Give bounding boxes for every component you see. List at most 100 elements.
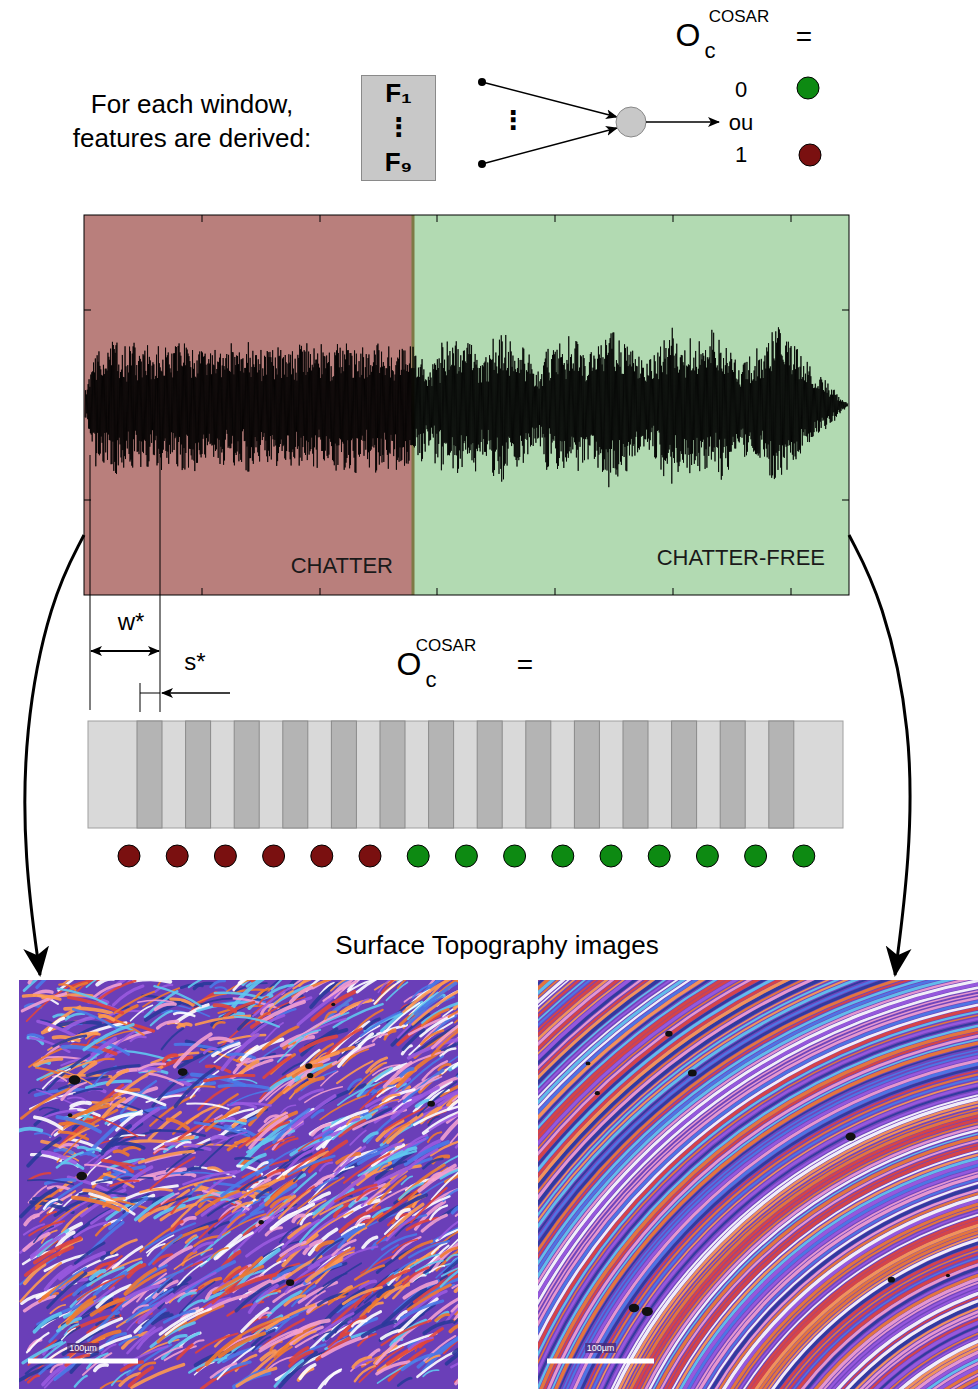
- texture-stroke: [298, 993, 338, 1024]
- texture-stroke: [259, 1313, 270, 1318]
- texture-arc: [538, 980, 978, 1389]
- texture-stroke: [35, 1059, 62, 1065]
- texture-stroke: [453, 1071, 458, 1101]
- texture-stroke: [352, 1321, 366, 1326]
- texture-stroke: [225, 1126, 258, 1138]
- texture-arc: [538, 980, 978, 1389]
- texture-arc: [538, 980, 978, 1389]
- texture-stroke: [35, 1133, 51, 1136]
- texture-stroke: [39, 1293, 58, 1301]
- texture-stroke: [264, 1347, 292, 1371]
- texture-stroke: [58, 1070, 92, 1084]
- scale-bar: [547, 1359, 654, 1364]
- texture-arc: [538, 980, 978, 1389]
- class-value: 0: [735, 76, 747, 105]
- texture-stroke: [139, 1064, 165, 1070]
- texture-stroke: [194, 1243, 213, 1252]
- equals-sign: =: [517, 647, 533, 683]
- texture-stroke: [380, 1003, 419, 1037]
- texture-stroke: [344, 1154, 389, 1183]
- chatter-free-surface-image: 100µm: [538, 980, 978, 1389]
- texture-stroke: [40, 1212, 56, 1222]
- texture-stroke: [450, 1325, 458, 1331]
- texture-stroke: [138, 1000, 174, 1002]
- texture-stroke: [345, 1200, 379, 1216]
- texture-stroke: [167, 1142, 211, 1172]
- texture-stroke: [293, 1096, 335, 1127]
- texture-stroke: [214, 1132, 247, 1145]
- texture-arc: [538, 980, 978, 1389]
- step-arrow: [162, 692, 230, 694]
- texture-stroke: [264, 1057, 290, 1077]
- texture-arc: [538, 980, 978, 1389]
- scale-label: 100µm: [67, 1343, 99, 1353]
- texture-arc: [538, 980, 978, 1389]
- texture-stroke: [257, 1149, 295, 1175]
- window-segment: [429, 721, 454, 828]
- texture-arc: [538, 980, 978, 1389]
- texture-arc: [538, 980, 978, 1389]
- texture-stroke: [454, 1347, 458, 1353]
- class-dot: [696, 845, 718, 867]
- surface-speck: [427, 1101, 435, 1107]
- texture-arc: [538, 980, 978, 1389]
- texture-stroke: [281, 1105, 295, 1113]
- feature-name: F₉: [385, 149, 413, 176]
- texture-stroke: [139, 1294, 172, 1322]
- texture-stroke: [327, 999, 351, 1019]
- texture-stroke: [359, 1034, 372, 1046]
- surface-speck: [305, 1063, 312, 1069]
- texture-stroke: [419, 1166, 455, 1191]
- texture-arc: [538, 980, 978, 1389]
- texture-arc: [538, 980, 978, 1389]
- texture-stroke: [127, 1328, 154, 1353]
- texture-arc: [538, 980, 978, 1389]
- texture-stroke: [320, 1313, 353, 1333]
- class-dot: [166, 845, 188, 867]
- texture-stroke: [320, 1094, 368, 1119]
- texture-stroke: [253, 1337, 271, 1351]
- texture-stroke: [233, 1203, 252, 1212]
- texture-arc: [538, 980, 978, 1389]
- texture-stroke: [233, 1079, 256, 1083]
- curved-arrow: [849, 535, 910, 975]
- surface-texture: [19, 980, 458, 1389]
- window-segment: [234, 721, 259, 828]
- texture-stroke: [114, 1151, 128, 1155]
- texture-stroke: [272, 1204, 314, 1228]
- texture-stroke: [187, 1103, 228, 1108]
- texture-stroke: [175, 1034, 211, 1066]
- texture-stroke: [356, 1218, 370, 1225]
- texture-arc: [538, 980, 978, 1389]
- texture-stroke: [439, 1217, 458, 1239]
- class-dot: [504, 845, 526, 867]
- texture-stroke: [415, 983, 455, 1014]
- surface-speck: [259, 1220, 264, 1224]
- surface-speck: [76, 1172, 87, 1181]
- texture-arc: [538, 980, 978, 1389]
- surface-speck: [68, 1113, 73, 1117]
- texture-arc: [538, 980, 978, 1389]
- axis-tick: [842, 500, 849, 501]
- section-title: Surface Topography images: [335, 929, 658, 963]
- class-dot: [311, 845, 333, 867]
- surface-speck: [307, 1073, 313, 1078]
- curved-arrow: [25, 535, 84, 975]
- subscript: c: [705, 37, 716, 66]
- texture-stroke: [259, 1113, 287, 1131]
- band-label: CHATTER: [291, 553, 393, 579]
- texture-stroke: [449, 1041, 458, 1062]
- texture-stroke: [186, 1235, 196, 1242]
- class-dot: [797, 77, 819, 99]
- texture-stroke: [27, 986, 68, 1021]
- axis-tick: [437, 588, 438, 595]
- texture-arc: [538, 980, 978, 1389]
- texture-arc: [538, 980, 978, 1389]
- texture-stroke: [382, 1144, 401, 1154]
- texture-stroke: [168, 1119, 188, 1128]
- texture-arc: [538, 980, 978, 1389]
- surface-speck: [69, 1075, 81, 1084]
- texture-stroke: [26, 1362, 50, 1373]
- texture-stroke: [20, 1257, 55, 1284]
